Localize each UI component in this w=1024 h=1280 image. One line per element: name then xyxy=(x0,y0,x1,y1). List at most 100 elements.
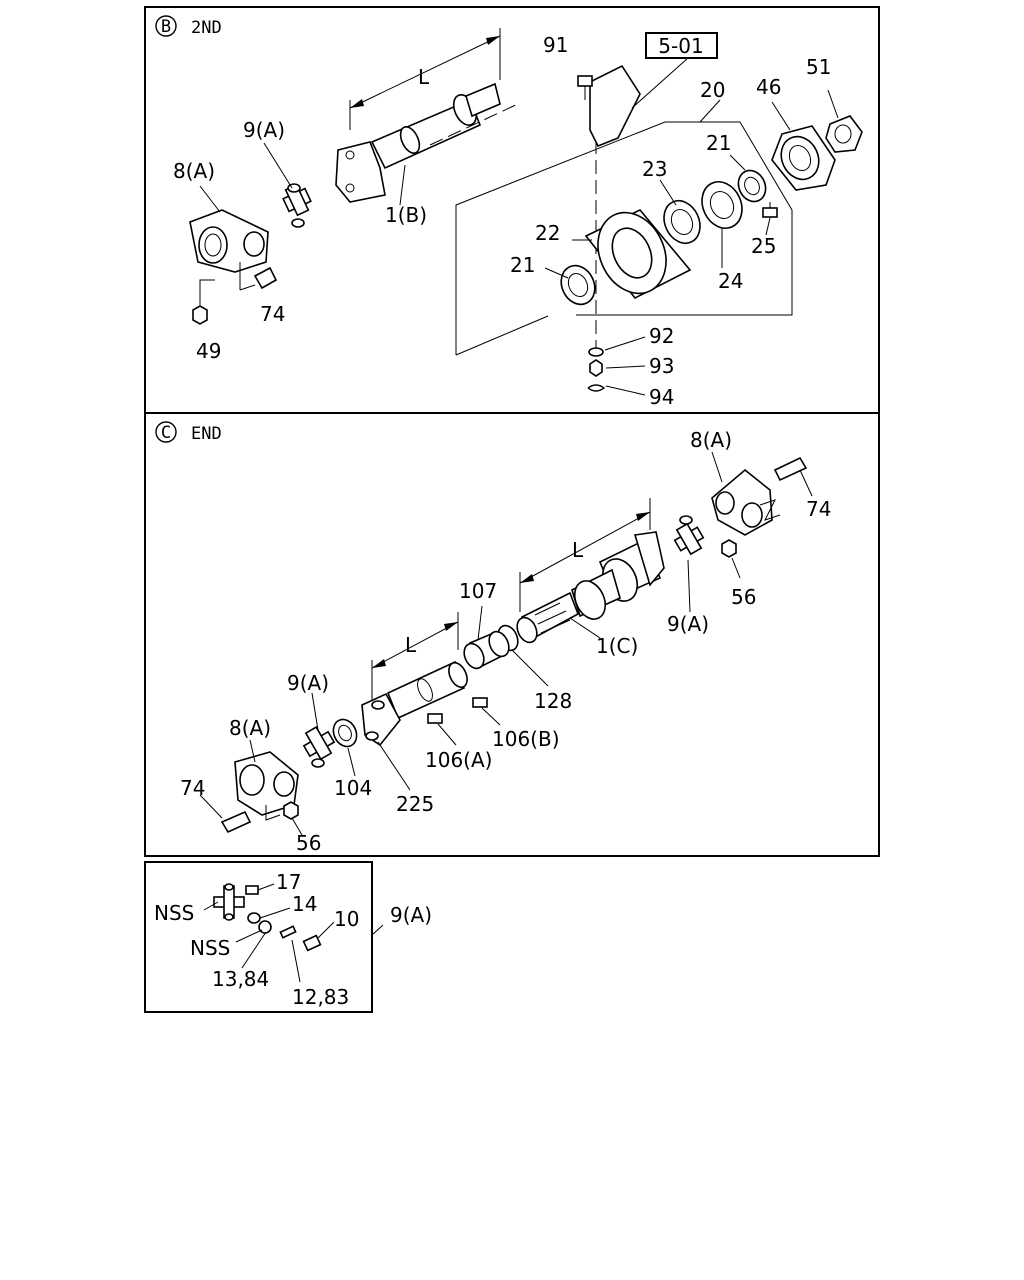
ref-box xyxy=(645,32,718,59)
label-104: 104 xyxy=(334,776,372,800)
label-106b: 106(B) xyxy=(492,727,560,751)
nut-56-top xyxy=(721,539,737,558)
u-joint-cross xyxy=(213,883,245,921)
label-46: 46 xyxy=(756,75,781,99)
panel-b-header: B 2ND xyxy=(155,15,222,38)
flange-8a-left xyxy=(234,751,299,816)
seal-21-right xyxy=(737,169,767,203)
panel-c-drawing xyxy=(199,451,813,836)
panel-c-frame xyxy=(144,412,880,857)
flange-8a-top xyxy=(711,468,773,536)
panel-c-labels: 8(A) 74 L 107 56 9(A) 1(C) L 9(A) 128 8(… xyxy=(180,428,831,855)
detail-drawing: 17 NSS 14 10 NSS 13,84 12,83 9(A) xyxy=(154,870,432,1009)
flange-yoke-46 xyxy=(771,125,836,191)
panel-c-badge: C xyxy=(161,423,171,443)
label-24: 24 xyxy=(718,269,743,293)
label-49: 49 xyxy=(196,339,221,363)
pin-94 xyxy=(587,384,606,392)
grease-fitting-17 xyxy=(245,885,259,895)
label-225: 225 xyxy=(396,792,434,816)
shaft-1c xyxy=(516,531,665,644)
label-L-bottom: L xyxy=(405,633,417,657)
label-9a-right: 9(A) xyxy=(667,612,709,636)
collar-24 xyxy=(701,181,743,229)
label-20: 20 xyxy=(700,78,725,102)
u-joint-9a-left xyxy=(302,726,336,768)
label-92: 92 xyxy=(649,324,674,348)
label-56-bottom: 56 xyxy=(296,831,321,855)
label-25: 25 xyxy=(751,234,776,258)
panel-b-title: 2ND xyxy=(191,18,222,38)
label-14: 14 xyxy=(292,892,317,916)
panel-b-drawing xyxy=(189,28,863,396)
label-17: 17 xyxy=(276,870,301,894)
sleeve-107 xyxy=(463,630,510,670)
label-9a-left: 9(A) xyxy=(287,671,329,695)
nut-49 xyxy=(192,305,208,325)
flange-8a-b xyxy=(189,209,269,273)
bolt-91 xyxy=(577,75,593,100)
label-74: 74 xyxy=(260,302,285,326)
grease-nipple-106b xyxy=(472,697,488,708)
panel-b-labels: 91 20 46 51 9(A) 8(A) L 21 23 22 1(B) 25… xyxy=(173,33,831,409)
label-106a: 106(A) xyxy=(425,748,492,772)
label-21a: 21 xyxy=(706,131,731,155)
label-51: 51 xyxy=(806,55,831,79)
label-22: 22 xyxy=(535,221,560,245)
bearing-23 xyxy=(663,200,701,244)
detail-frame xyxy=(144,861,373,1013)
bracket xyxy=(589,64,641,148)
label-23: 23 xyxy=(642,157,667,181)
seal-21-left xyxy=(560,264,596,306)
label-1c: 1(C) xyxy=(596,634,638,658)
label-13-84: 13,84 xyxy=(212,967,269,991)
nut-51 xyxy=(825,115,863,153)
bearing-cup-13-84 xyxy=(258,920,272,934)
nut-93 xyxy=(589,359,603,377)
label-128: 128 xyxy=(534,689,572,713)
panel-b-badge-circle xyxy=(155,15,177,37)
bolt-74-top xyxy=(759,456,808,521)
label-9a-side: 9(A) xyxy=(390,903,432,927)
label-nss-1: NSS xyxy=(154,901,194,925)
label-1b: 1(B) xyxy=(385,203,427,227)
label-74-left: 74 xyxy=(180,776,205,800)
label-91: 91 xyxy=(543,33,568,57)
ref-box-text: 5-01 xyxy=(658,34,703,58)
nut-56-bottom xyxy=(283,801,299,820)
label-93: 93 xyxy=(649,354,674,378)
panel-c-header: C END xyxy=(155,421,222,444)
panel-b-badge: B xyxy=(161,17,171,37)
bolt-10 xyxy=(302,934,322,952)
grease-nipple-106a xyxy=(427,713,443,724)
panel-c-title: END xyxy=(191,424,222,444)
shaft-1b xyxy=(335,82,501,203)
label-94: 94 xyxy=(649,385,674,409)
bolt-74-left xyxy=(220,805,281,834)
label-9a: 9(A) xyxy=(243,118,285,142)
label-nss-2: NSS xyxy=(190,936,230,960)
label-L-top: L xyxy=(572,538,584,562)
grease-nipple-25 xyxy=(762,202,778,218)
label-8a-left: 8(A) xyxy=(229,716,271,740)
center-bearing-22 xyxy=(584,209,692,300)
bolt-74-b xyxy=(239,262,278,291)
label-L: L xyxy=(418,65,430,89)
panel-c-badge-circle xyxy=(155,421,177,443)
shaft-225 xyxy=(361,660,468,747)
u-joint-9a-b xyxy=(282,183,312,228)
label-8a: 8(A) xyxy=(173,159,215,183)
snap-ring-12-83 xyxy=(279,925,297,939)
u-joint-9a-right xyxy=(673,515,705,556)
label-107: 107 xyxy=(459,579,497,603)
label-10: 10 xyxy=(334,907,359,931)
label-12-83: 12,83 xyxy=(292,985,349,1009)
label-56-top: 56 xyxy=(731,585,756,609)
label-74-top: 74 xyxy=(806,497,831,521)
washer-92 xyxy=(588,347,604,357)
seal-104 xyxy=(332,718,358,748)
seal-14 xyxy=(247,912,261,924)
label-21b: 21 xyxy=(510,253,535,277)
label-8a-top: 8(A) xyxy=(690,428,732,452)
